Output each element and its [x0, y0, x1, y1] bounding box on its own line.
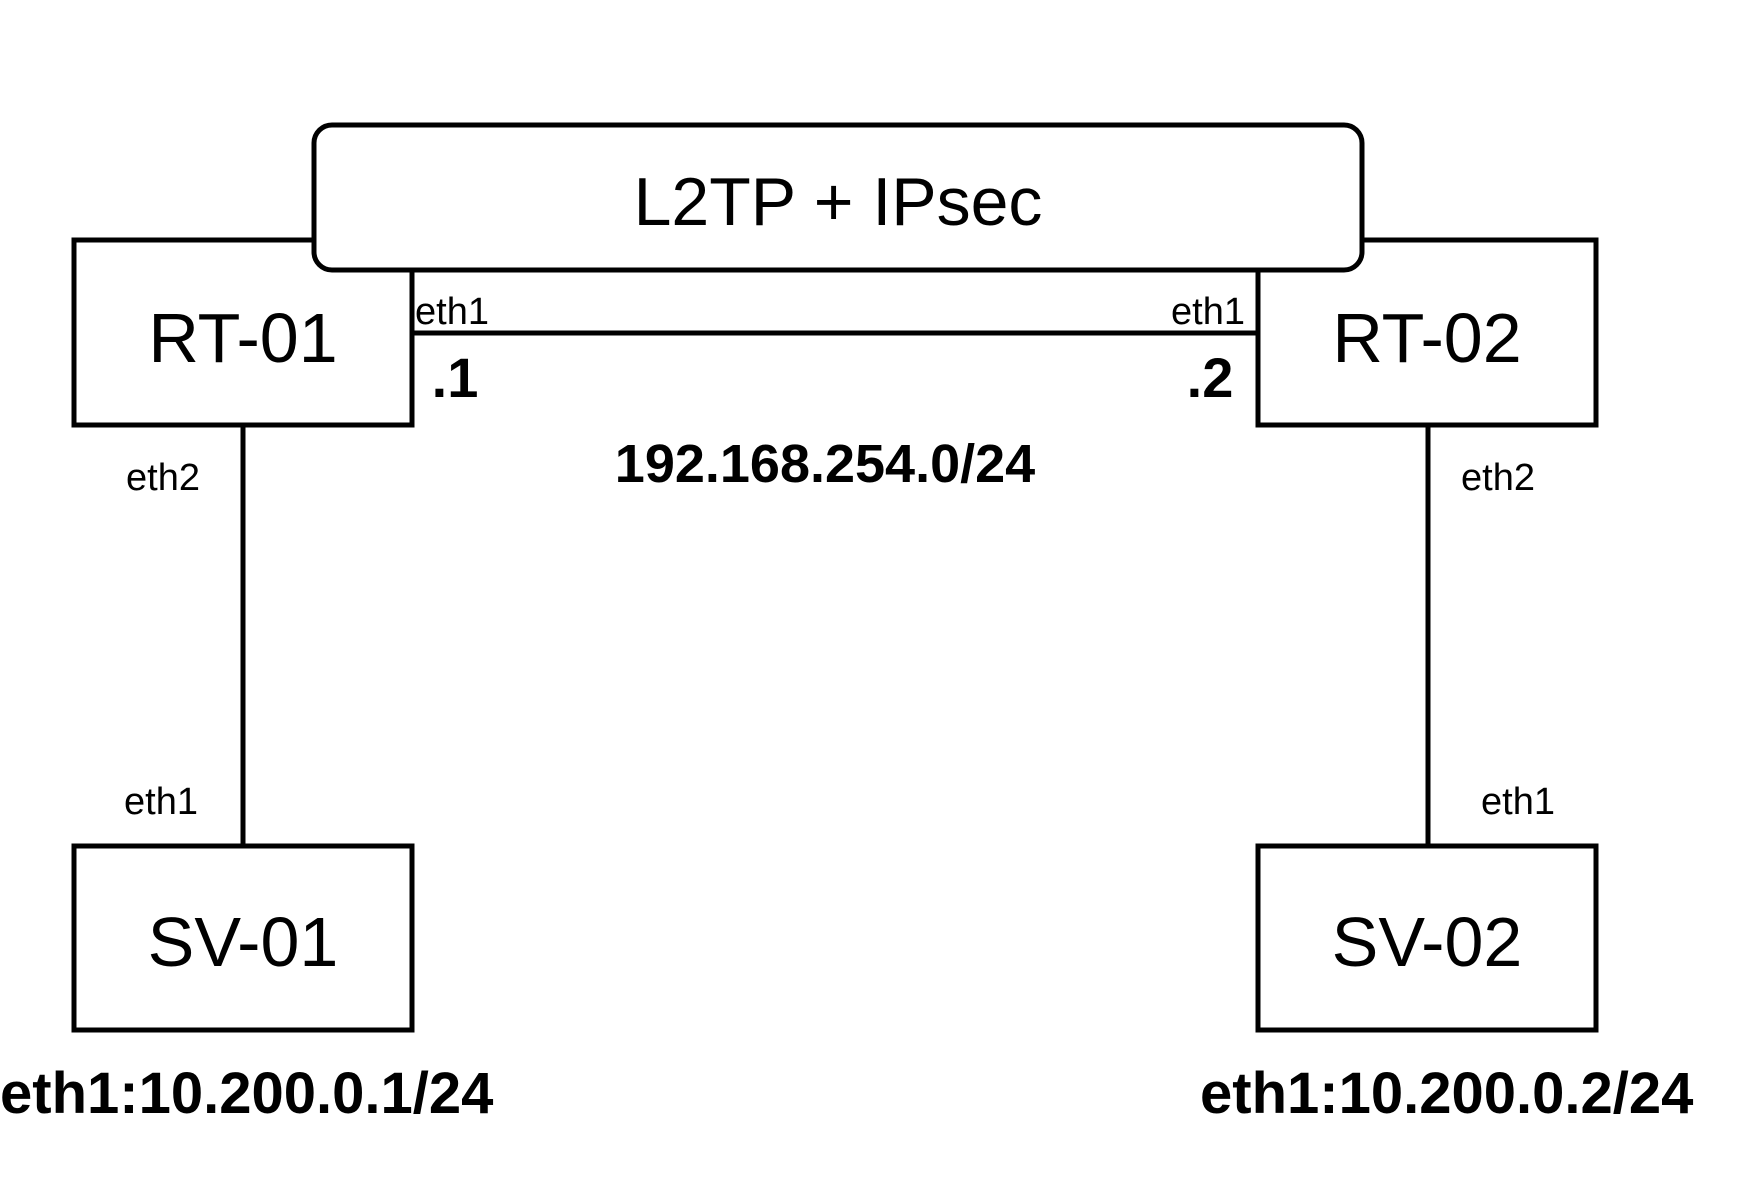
sv02-address: eth1:10.200.0.2/24: [1200, 1061, 1693, 1126]
router-rt02-box: [1255, 237, 1599, 428]
tunnel-box: [311, 122, 1365, 273]
network-label: 192.168.254.0/24: [615, 434, 1035, 494]
rt01-eth1-label: eth1: [415, 291, 489, 333]
tunnel-l2tp-ipsec[interactable]: L2TP + IPsec: [311, 122, 1365, 273]
rt01-host-address: .1: [432, 346, 479, 409]
rt01-eth2-label: eth2: [126, 457, 200, 499]
rt02-host-address: .2: [1187, 346, 1234, 409]
router-rt02[interactable]: RT-02: [1255, 237, 1599, 428]
server-sv02[interactable]: SV-02: [1255, 843, 1599, 1033]
sv02-eth1-label: eth1: [1481, 781, 1555, 823]
server-sv02-label: SV-02: [1332, 903, 1523, 981]
server-sv01[interactable]: SV-01: [71, 843, 415, 1033]
server-sv02-box: [1255, 843, 1599, 1033]
server-sv01-label: SV-01: [148, 903, 339, 981]
tunnel-label: L2TP + IPsec: [634, 164, 1043, 240]
sv01-address: eth1:10.200.0.1/24: [0, 1061, 493, 1126]
rt02-eth2-label: eth2: [1461, 457, 1535, 499]
rt02-eth1-label: eth1: [1171, 291, 1245, 333]
router-rt02-label: RT-02: [1332, 299, 1521, 377]
sv01-eth1-label: eth1: [124, 781, 198, 823]
server-sv01-box: [71, 843, 415, 1033]
router-rt01-label: RT-01: [148, 299, 337, 377]
